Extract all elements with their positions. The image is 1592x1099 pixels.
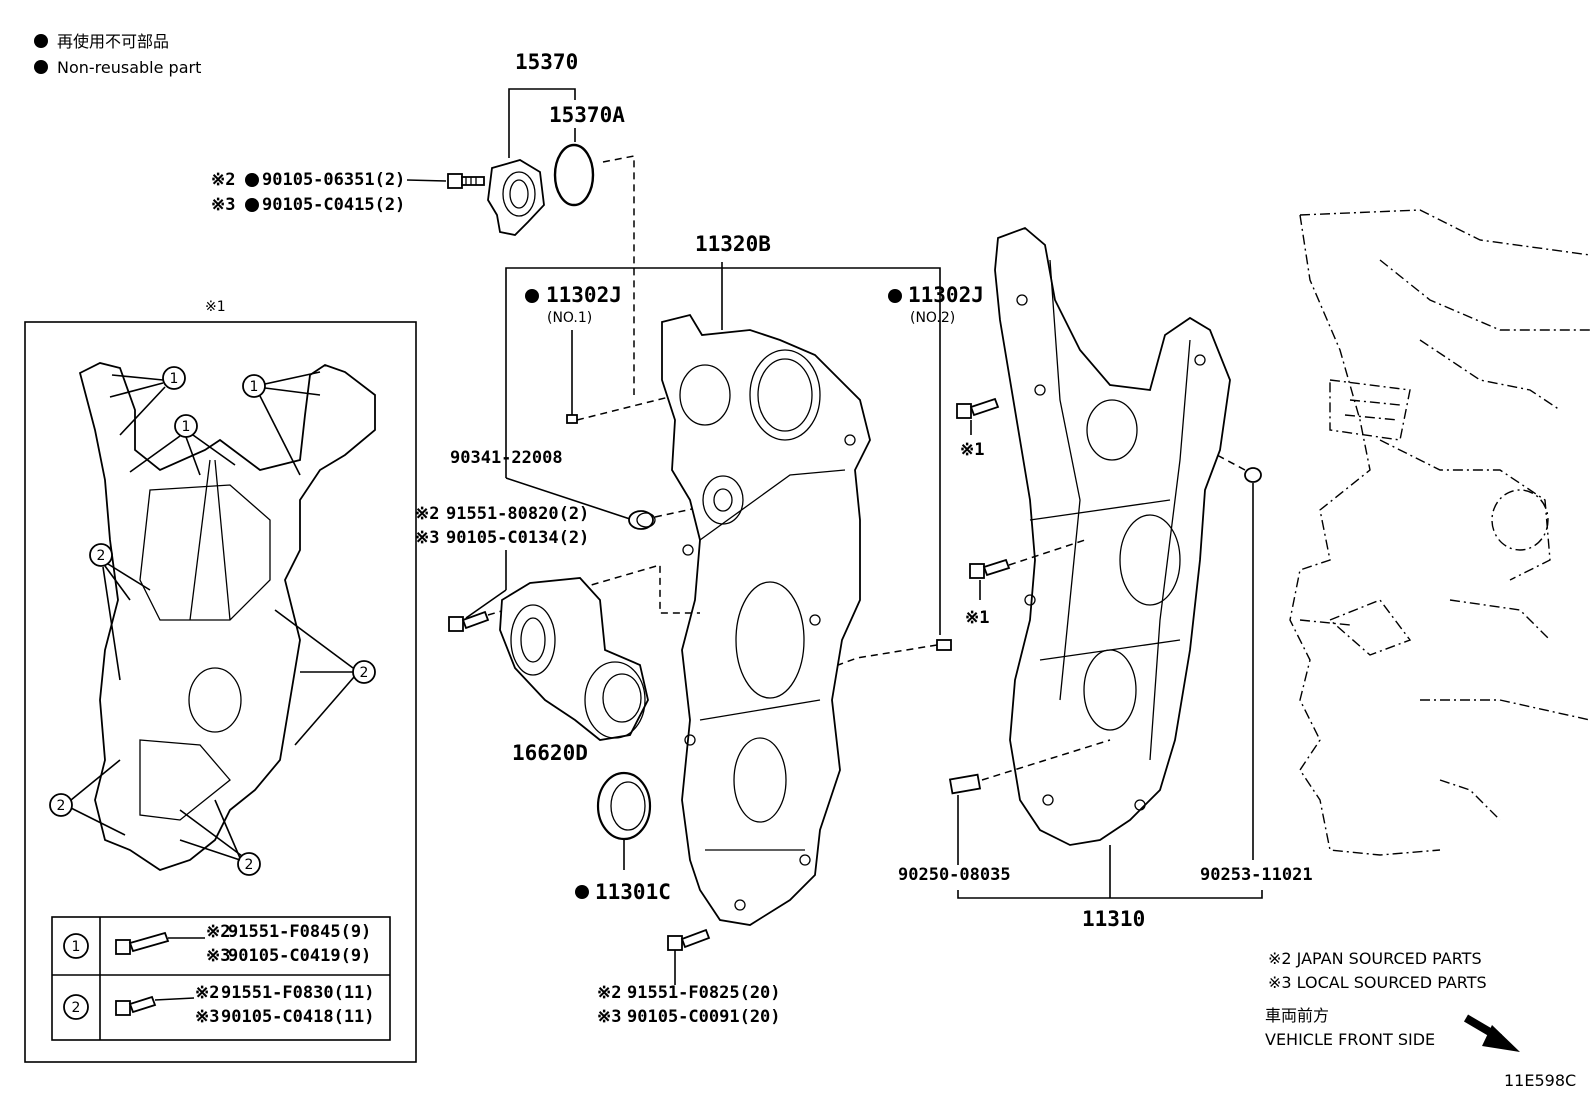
note-local: ※3 LOCAL SOURCED PARTS — [1268, 973, 1487, 992]
bolt-icon — [115, 931, 170, 955]
row1-local: 90105-C0419(9) — [228, 946, 371, 966]
bolt-x1-a: ※1 — [960, 440, 984, 460]
oil-seal-group: 11301C — [575, 771, 671, 904]
callout-2: 2 — [97, 548, 106, 564]
label-11302J-no2-sub: (NO.2) — [910, 310, 955, 326]
label-16620D: 16620D — [512, 741, 588, 765]
bolt-icon — [448, 610, 490, 632]
chain-tensioner — [499, 577, 649, 741]
timing-cover-group: 11320B 11302J (NO.1) 11302J (NO.2) 90341… — [450, 232, 984, 926]
non-reusable-dot-icon — [34, 60, 48, 74]
legend: 再使用不可部品 Non-reusable part — [34, 32, 201, 77]
row1-local-mark: ※3 — [206, 946, 230, 966]
label-11302J-no2: 11302J — [908, 283, 984, 307]
label-90253-11021: 90253-11021 — [1200, 865, 1313, 885]
label-90341-22008: 90341-22008 — [450, 448, 563, 468]
bolt-b-jp-mark: ※2 — [415, 504, 439, 524]
row2-jp: 91551-F0830(11) — [221, 983, 375, 1003]
detail-box: ※1 1 1 1 2 2 2 2 1 — [24, 299, 417, 1063]
bolt-icon — [956, 397, 1000, 419]
callout-1: 1 — [250, 379, 259, 395]
bolt-a-jp: 90105-06351(2) — [262, 170, 405, 190]
row2-jp-mark: ※2 — [195, 983, 219, 1003]
label-15370A: 15370A — [549, 103, 625, 127]
timing-case-group: ※1 ※1 90250-08035 90253-11021 11310 — [898, 226, 1313, 931]
bolt-a-jp-mark: ※2 — [211, 170, 235, 190]
callout-2: 2 — [360, 665, 369, 681]
callout-2: 2 — [245, 857, 254, 873]
label-90250-08035: 90250-08035 — [898, 865, 1011, 885]
illustration-code: 11E598C — [1504, 1071, 1576, 1090]
bolt-icon — [115, 995, 157, 1016]
bolt-b-local: 90105-C0134(2) — [446, 528, 589, 548]
row2-local: 90105-C0418(11) — [221, 1007, 375, 1027]
label-11301C: 11301C — [595, 880, 671, 904]
label-11302J-no1-sub: (NO.1) — [547, 310, 592, 326]
bolt-c-local-mark: ※3 — [597, 1007, 621, 1027]
callout-1: 1 — [170, 371, 179, 387]
label-11310: 11310 — [1082, 907, 1145, 931]
bolt-x1-b: ※1 — [965, 608, 989, 628]
label-11302J-no1: 11302J — [546, 283, 622, 307]
bolt-c-jp-mark: ※2 — [597, 983, 621, 1003]
callout-2: 2 — [57, 798, 66, 814]
bearing-retainer-group: 15370 15370A ※2 90105-06351(2) ※3 90105-… — [211, 50, 635, 395]
note-front-en: VEHICLE FRONT SIDE — [1265, 1030, 1435, 1049]
row2-local-mark: ※3 — [195, 1007, 219, 1027]
bolt-c-jp: 91551-F0825(20) — [627, 983, 781, 1003]
bolt-icon — [667, 928, 711, 951]
row2-num: 2 — [72, 1000, 81, 1016]
row1-jp: 91551-F0845(9) — [228, 922, 371, 942]
note-japan: ※2 JAPAN SOURCED PARTS — [1268, 949, 1482, 968]
bolt-a-local-mark: ※3 — [211, 195, 235, 215]
timing-case — [994, 226, 1231, 846]
row1-jp-mark: ※2 — [206, 922, 230, 942]
bolt-b-jp: 91551-80820(2) — [446, 504, 589, 524]
tensioner-group: ※2 91551-80820(2) ※3 90105-C0134(2) 1662… — [415, 504, 700, 765]
cover-bolt-group: ※2 91551-F0825(20) ※3 90105-C0091(20) — [597, 928, 781, 1027]
bolt-a-local: 90105-C0415(2) — [262, 195, 405, 215]
bolt-icon — [447, 173, 485, 189]
note-front-jp: 車両前方 — [1265, 1006, 1329, 1025]
label-11320B: 11320B — [695, 232, 771, 256]
pin — [948, 773, 982, 795]
legend-jp: 再使用不可部品 — [57, 32, 169, 51]
gasket-outline — [78, 362, 376, 871]
front-arrow-icon — [1463, 1014, 1520, 1052]
non-reusable-dot-icon — [34, 34, 48, 48]
oil-seal — [596, 771, 652, 841]
row1-num: 1 — [72, 939, 81, 955]
plug — [628, 510, 654, 530]
legend-en: Non-reusable part — [57, 58, 201, 77]
bolt-b-local-mark: ※3 — [415, 528, 439, 548]
callout-1: 1 — [182, 419, 191, 435]
bolt-icon — [969, 558, 1011, 579]
pin — [1244, 467, 1262, 483]
label-15370: 15370 — [515, 50, 578, 74]
engine-block-phantom — [1289, 209, 1591, 856]
detail-mark: ※1 — [205, 299, 226, 315]
bolt-c-local: 90105-C0091(20) — [627, 1007, 781, 1027]
bearing-retainer — [487, 159, 545, 236]
o-ring — [553, 143, 595, 207]
notes: ※2 JAPAN SOURCED PARTS ※3 LOCAL SOURCED … — [1265, 949, 1576, 1090]
timing-chain-cover — [661, 313, 871, 926]
